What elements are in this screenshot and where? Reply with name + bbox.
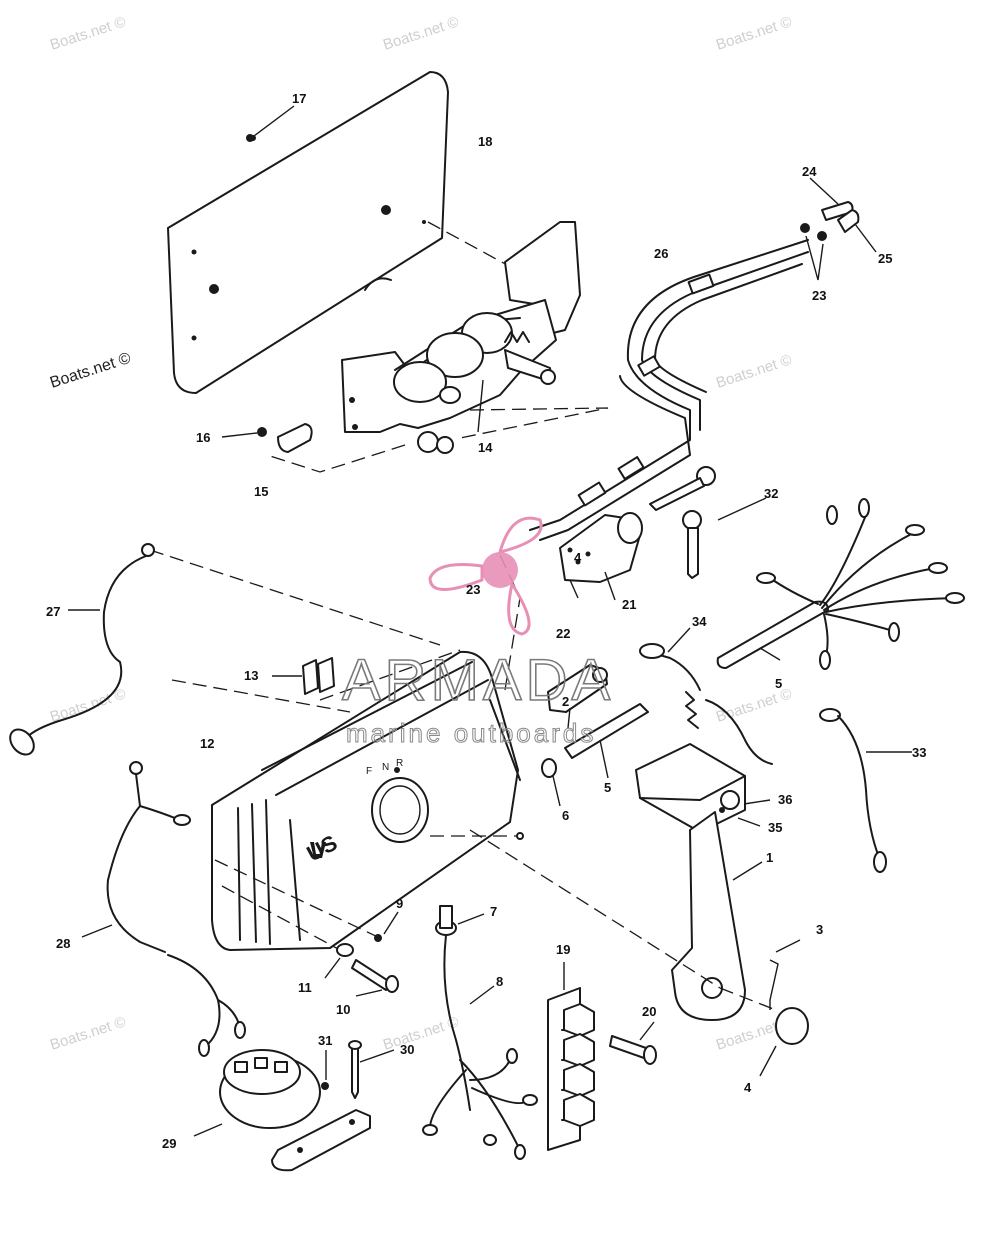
watermark-site: Boats.net © bbox=[714, 351, 794, 391]
callout-2: 2 bbox=[562, 694, 569, 709]
control-housing: US F N R bbox=[211, 650, 524, 951]
callout-19: 19 bbox=[556, 942, 570, 957]
callout-28: 28 bbox=[56, 936, 70, 951]
callout-36: 36 bbox=[778, 792, 792, 807]
callout-4: 4 bbox=[744, 1080, 752, 1095]
spring-15 bbox=[277, 423, 313, 453]
sleeve-5 bbox=[564, 703, 649, 779]
callout-6: 6 bbox=[562, 808, 569, 823]
cable-ends bbox=[800, 177, 877, 281]
callout-17: 17 bbox=[292, 91, 306, 106]
cap-4 bbox=[719, 987, 809, 1077]
watermark-site: Boats.net © bbox=[714, 685, 794, 725]
callout-8: 8 bbox=[496, 974, 503, 989]
control-handle bbox=[469, 743, 771, 1021]
callout-3: 3 bbox=[816, 922, 823, 937]
ignition-keys bbox=[649, 466, 767, 579]
callout-26: 26 bbox=[654, 246, 668, 261]
callout-1: 1 bbox=[766, 850, 773, 865]
callout-9: 9 bbox=[396, 896, 403, 911]
watermark-site: Boats.net © bbox=[381, 1013, 461, 1053]
callout-13: 13 bbox=[244, 668, 258, 683]
neutral-switch-2 bbox=[547, 664, 608, 729]
callout-16: 16 bbox=[196, 430, 210, 445]
callout-34: 34 bbox=[692, 614, 707, 629]
shift-label-n: N bbox=[382, 762, 389, 773]
remote-cables bbox=[529, 239, 809, 541]
callout-30: 30 bbox=[400, 1042, 414, 1057]
ignition-switch bbox=[559, 512, 643, 601]
callout-5: 5 bbox=[604, 780, 611, 795]
callout-23: 23 bbox=[812, 288, 826, 303]
callout-14: 14 bbox=[478, 440, 493, 455]
fasteners-9-10-11 bbox=[324, 911, 399, 997]
callout-32: 32 bbox=[764, 486, 778, 501]
clip-13 bbox=[272, 657, 335, 695]
watermark-site: Boats.net © bbox=[381, 13, 461, 53]
callout-18: 18 bbox=[478, 134, 492, 149]
callout-20: 20 bbox=[642, 1004, 656, 1019]
grommet-cable-7-8 bbox=[422, 905, 538, 1160]
callout-33: 33 bbox=[912, 745, 926, 760]
watermark-site: Boats.net © bbox=[48, 350, 133, 392]
control-mechanism bbox=[269, 221, 609, 473]
wiring-harness bbox=[716, 498, 965, 670]
callout-35: 35 bbox=[768, 820, 782, 835]
brand-wordmark: ARMADA bbox=[342, 648, 614, 713]
screw-16 bbox=[221, 427, 267, 438]
warning-horn bbox=[193, 1049, 371, 1172]
callout-27: 27 bbox=[46, 604, 60, 619]
callout-7: 7 bbox=[490, 904, 497, 919]
pin-3 bbox=[769, 939, 801, 1010]
nut-6 bbox=[541, 758, 561, 807]
lead-27 bbox=[9, 543, 155, 756]
screw-20 bbox=[609, 1021, 657, 1065]
callout-10: 10 bbox=[336, 1002, 350, 1017]
callout-31: 31 bbox=[318, 1033, 332, 1048]
screw-17 bbox=[246, 105, 295, 142]
callout-12: 12 bbox=[200, 736, 214, 751]
armada-logo: ARMADA marine outboards bbox=[341, 516, 614, 749]
lead-33 bbox=[819, 708, 912, 873]
callout-5: 5 bbox=[775, 676, 782, 691]
watermark-site: Boats.net © bbox=[48, 1013, 128, 1053]
callout-23: 23 bbox=[466, 582, 480, 597]
terminal-block bbox=[547, 962, 595, 1151]
shift-label-r: R bbox=[396, 758, 403, 769]
watermark-site: Boats.net © bbox=[48, 13, 128, 53]
callout-22: 22 bbox=[556, 626, 570, 641]
brand-tagline: marine outboards bbox=[346, 718, 596, 748]
callout-4: 4 bbox=[574, 550, 582, 565]
watermark-site: Boats.net © bbox=[714, 13, 794, 53]
callout-11: 11 bbox=[298, 980, 312, 995]
callout-25: 25 bbox=[878, 251, 892, 266]
callout-29: 29 bbox=[162, 1136, 176, 1151]
lanyard bbox=[639, 627, 773, 765]
callout-labels: 17 18 24 25 26 23 16 14 15 32 23 4 22 21… bbox=[46, 91, 926, 1151]
callout-15: 15 bbox=[254, 484, 268, 499]
lead-28 bbox=[81, 761, 246, 1057]
callout-24: 24 bbox=[802, 164, 817, 179]
callout-21: 21 bbox=[622, 597, 636, 612]
shift-label-f: F bbox=[366, 766, 372, 777]
screw-30-31 bbox=[321, 1040, 395, 1099]
